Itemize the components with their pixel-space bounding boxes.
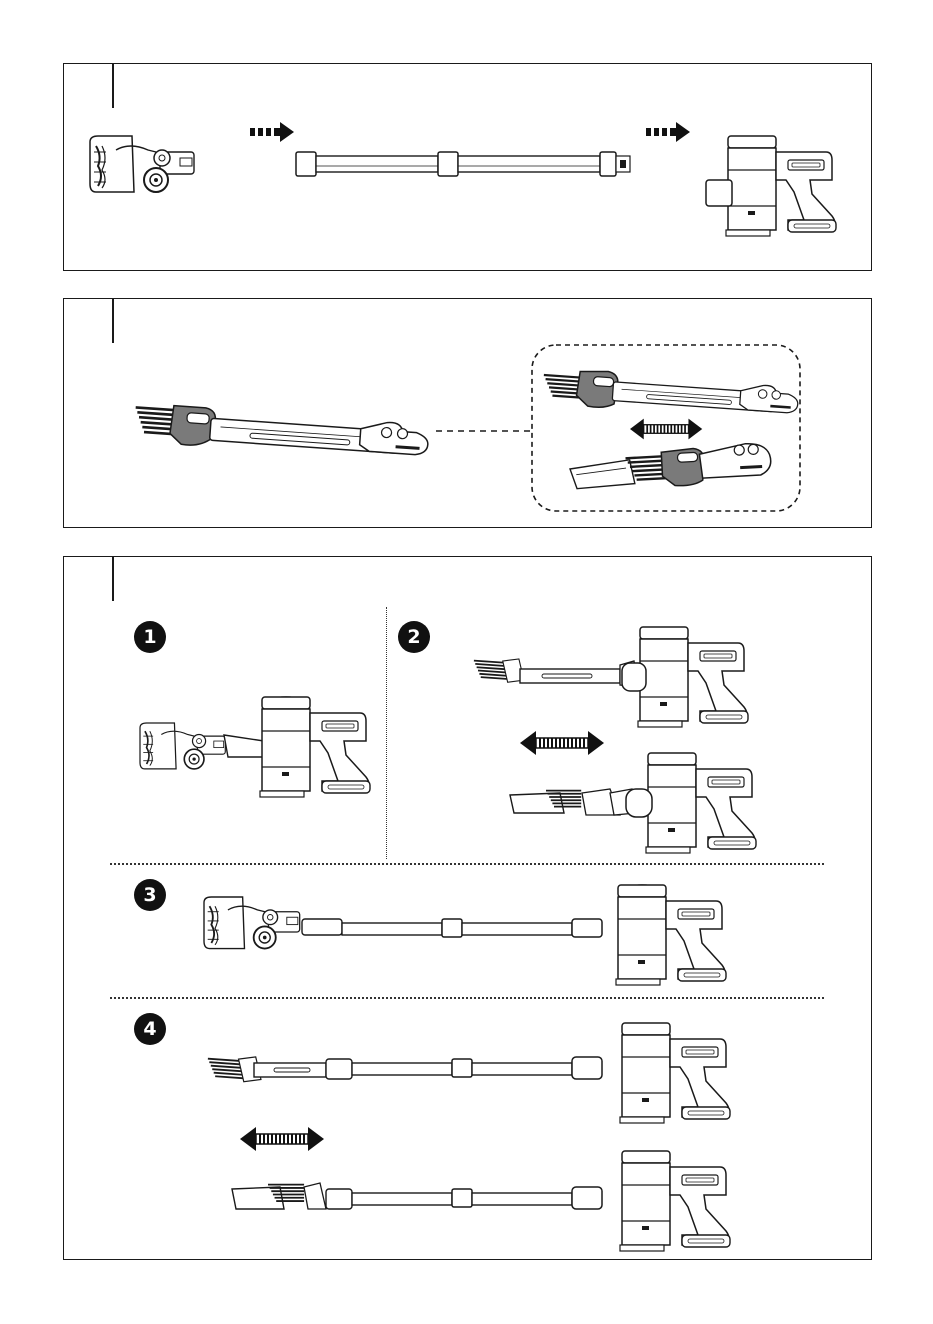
panel-crevice-brush	[63, 298, 872, 528]
crevice-tool-with-brush	[133, 403, 429, 462]
crevice-tool-brush-slid	[569, 443, 772, 492]
config-stick-crevice-a	[206, 1023, 730, 1123]
panel-assemble-parts	[63, 63, 872, 271]
dashed-right-arrow-icon	[250, 122, 294, 142]
floor-brush-head	[90, 136, 194, 192]
config-stick-crevice-b	[232, 1151, 730, 1251]
panel-1-illustration	[64, 64, 873, 272]
dashed-right-arrow-icon	[646, 122, 690, 142]
extension-tube	[296, 152, 630, 176]
config-stick-floor-brush	[204, 885, 726, 985]
config-handheld-crevice-b	[510, 753, 756, 853]
config-handheld-floor-brush	[140, 697, 370, 797]
panel-3-illustration	[64, 557, 873, 1261]
panel-2-illustration	[64, 299, 873, 529]
panel-configurations: 1 2 3 4	[63, 556, 872, 1260]
crevice-tool-brush-attached	[542, 367, 799, 421]
double-headed-arrow-icon	[240, 1127, 324, 1151]
handheld-vacuum-body	[706, 136, 836, 236]
double-headed-arrow-icon	[630, 419, 702, 440]
double-headed-arrow-icon	[520, 731, 604, 755]
config-handheld-crevice-a	[473, 627, 748, 727]
